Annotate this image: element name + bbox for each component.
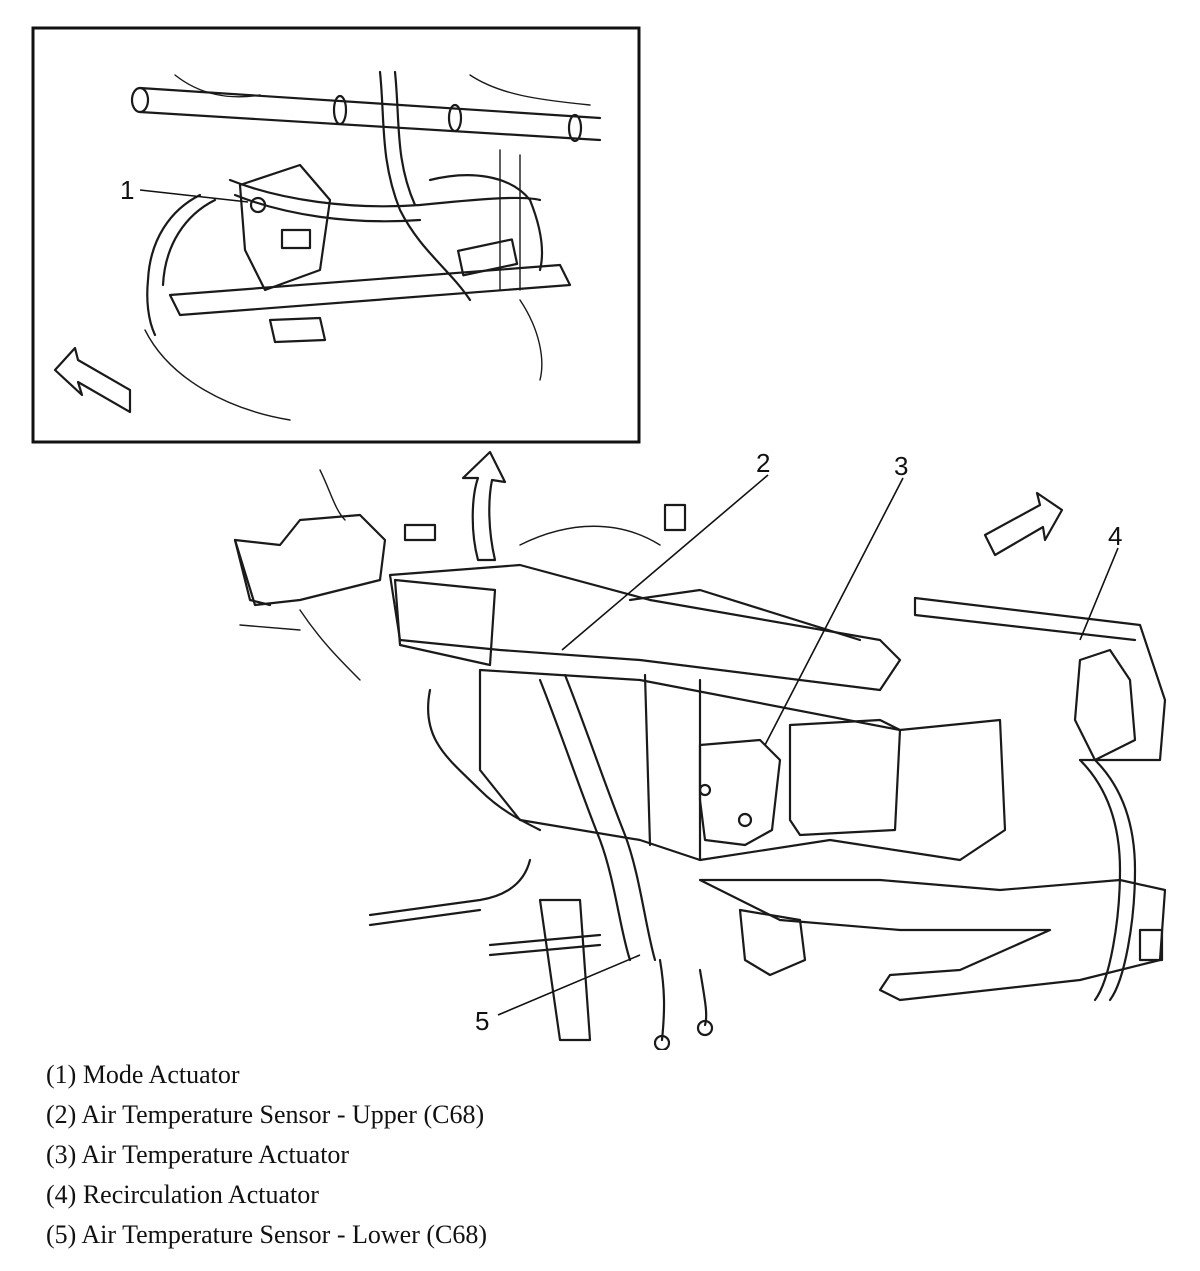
legend: (1) Mode Actuator (2) Air Temperature Se…	[46, 1055, 1146, 1255]
legend-item-air-temp-sensor-lower: (5) Air Temperature Sensor - Lower (C68)	[46, 1220, 488, 1249]
transition-arrow	[461, 450, 507, 562]
legend-item-mode-actuator: (1) Mode Actuator	[46, 1060, 240, 1089]
callout-2: 2	[756, 448, 770, 478]
inset-detail-view: 1	[31, 26, 641, 444]
legend-item-recirculation-actuator: (4) Recirculation Actuator	[46, 1180, 319, 1209]
callout-5: 5	[475, 1006, 489, 1036]
main-assembly-view: 2 3 4 5	[233, 448, 1167, 1050]
legend-item-air-temp-sensor-upper: (2) Air Temperature Sensor - Upper (C68)	[46, 1100, 485, 1129]
legend-item-air-temp-actuator: (3) Air Temperature Actuator	[46, 1140, 350, 1169]
callout-1: 1	[120, 175, 134, 205]
hvac-module-diagram: 1	[31, 26, 1167, 1050]
callout-4: 4	[1108, 521, 1122, 551]
callout-3: 3	[894, 451, 908, 481]
